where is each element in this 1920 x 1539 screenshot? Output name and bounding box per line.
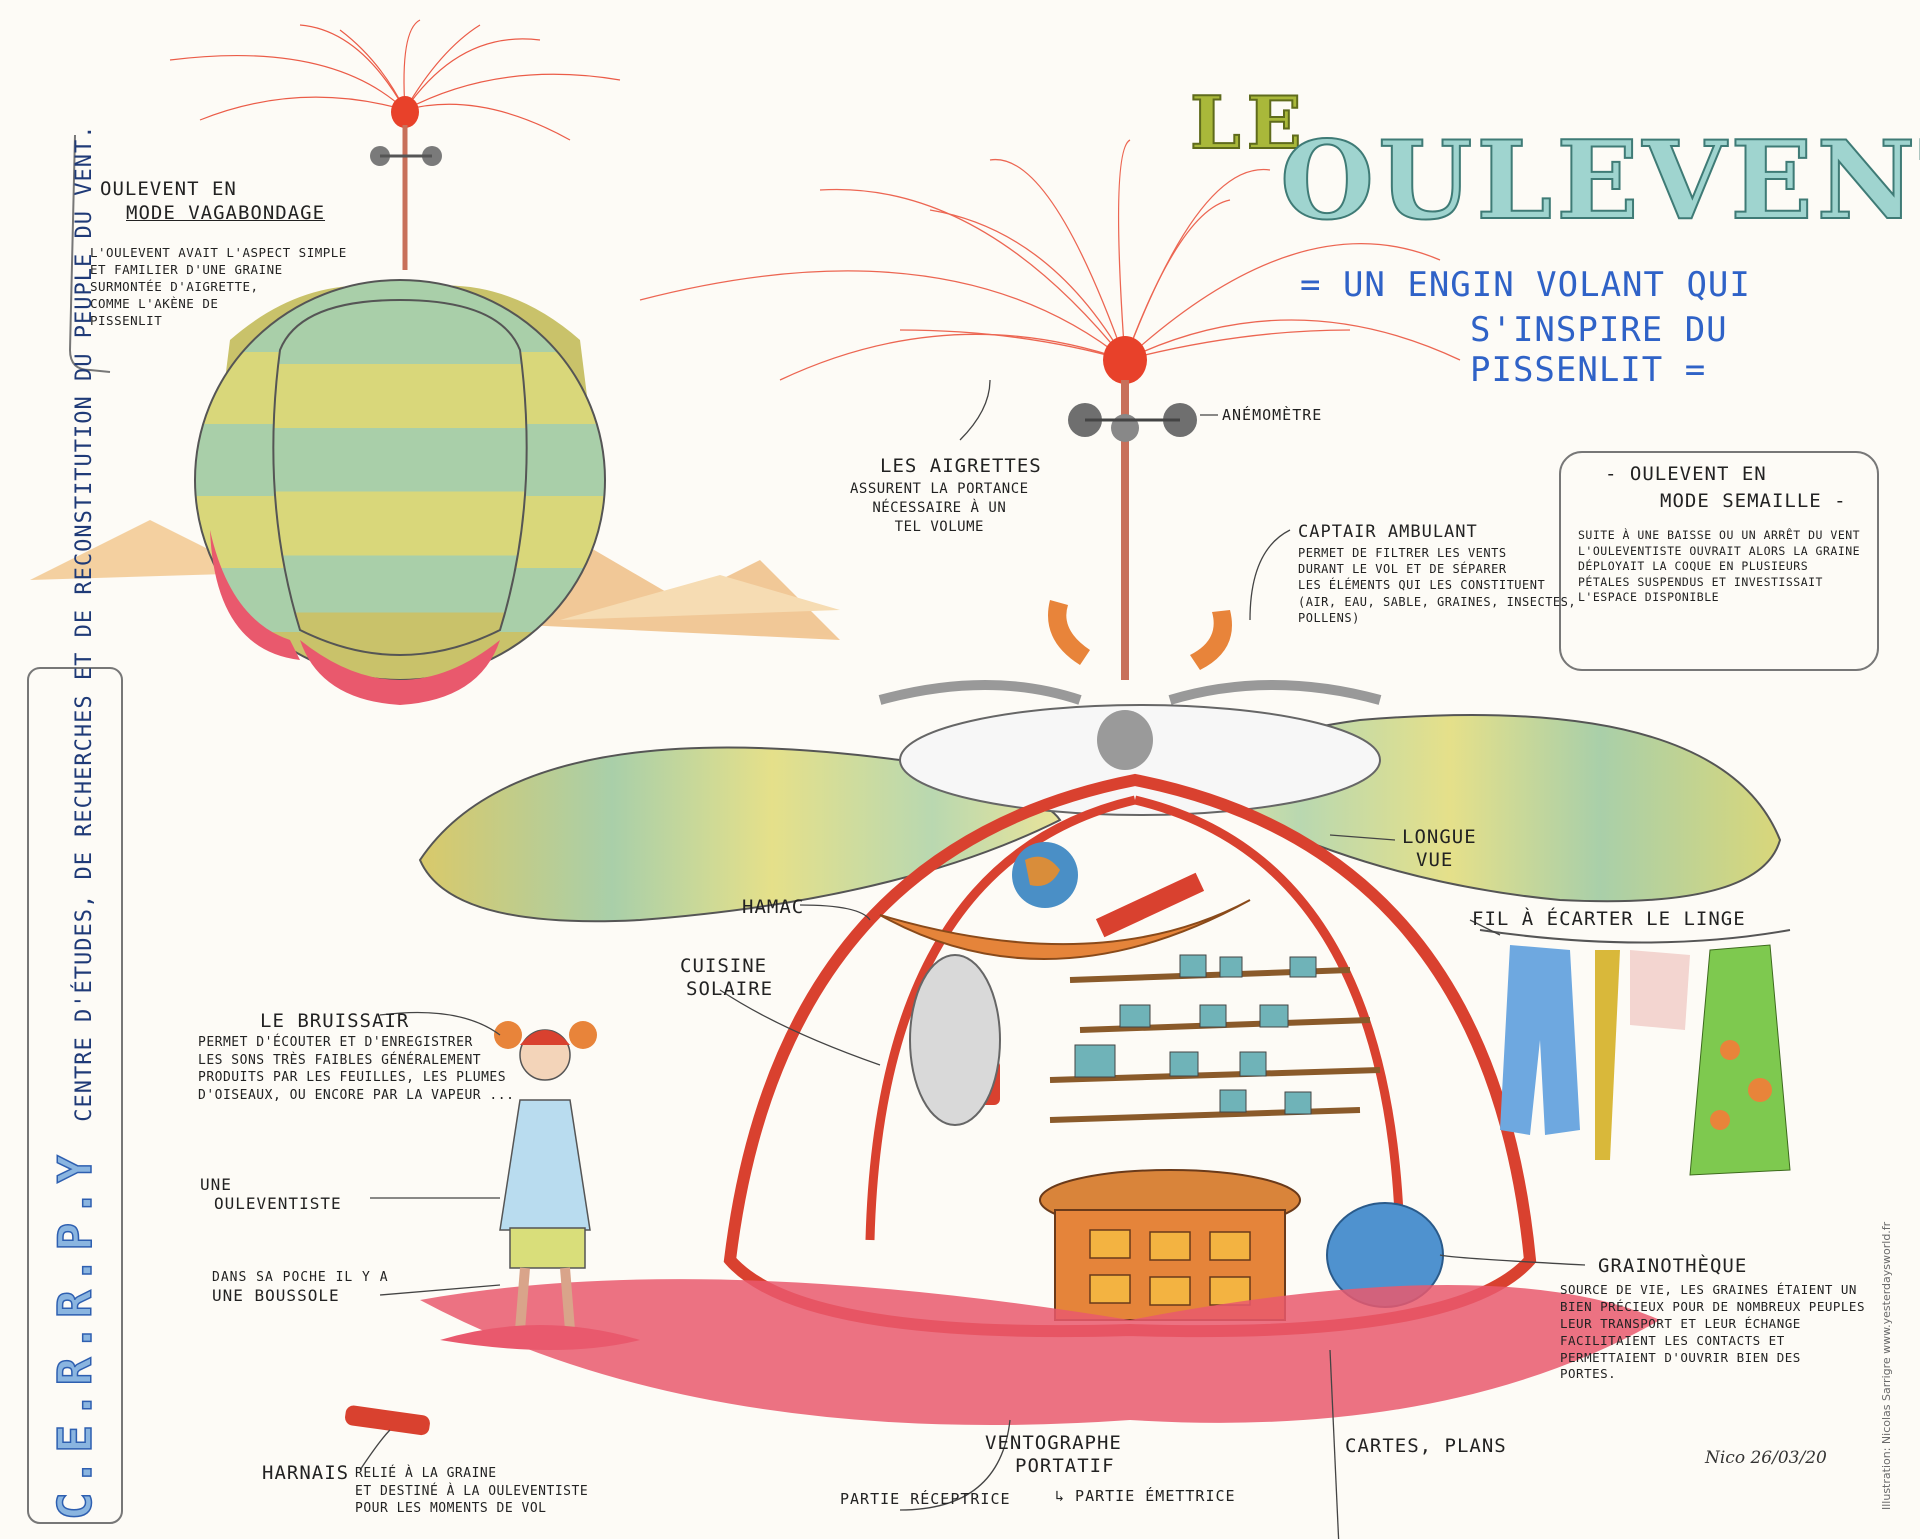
main-machine (418, 139, 1782, 1425)
label-fil-linge: FIL À ÉCARTER LE LINGE (1472, 908, 1746, 930)
harnais-text-line: ET DESTINÉ À LA OULEVENTISTE (355, 1483, 589, 1499)
bruissair-text-line: PRODUITS PAR LES FEUILLES, LES PLUMES (198, 1070, 507, 1086)
seed-vagabondage (169, 19, 621, 705)
grainotheque-text-line: PORTES. (1560, 1366, 1617, 1382)
grainotheque-text-line: BIEN PRÉCIEUX POUR DE NOMBREUX PEUPLES (1560, 1298, 1865, 1314)
clothesline (1479, 929, 1791, 1176)
aigrettes-text-line: ASSURENT LA PORTANCE (850, 481, 1029, 497)
captair-text-line: DURANT LE VOL ET DE SÉPARER (1298, 562, 1507, 577)
label-ventographe: VENTOGRAPHE PORTATIF (985, 1432, 1122, 1478)
harnais-text-line: POUR LES MOMENTS DE VOL (355, 1501, 547, 1517)
label-captair-text: PERMET DE FILTRER LES VENTS DURANT LE VO… (1298, 545, 1576, 626)
cuisine-line: CUISINE (680, 955, 768, 977)
leader-lines (359, 379, 1586, 1539)
cerrpy-acronym: C.E.R.R.P.Y (47, 1149, 103, 1521)
grainotheque-text-line: PERMETTAIENT D'OUVRIR BIEN DES (1560, 1349, 1801, 1365)
vagabondage-title-2: MODE VAGABONDAGE (126, 202, 326, 224)
semaille-text-line: L'ESPACE DISPONIBLE (1578, 590, 1720, 605)
label-boussole: DANS SA POCHE IL Y A UNE BOUSSOLE (212, 1270, 389, 1305)
semaille-text-line: PÉTALES SUSPENDUS ET INVESTISSAIT (1578, 574, 1823, 589)
label-cartes-plans: CARTES, PLANS (1345, 1435, 1507, 1457)
label-partie-emettrice: ↳ PARTIE ÉMETTRICE (1055, 1487, 1236, 1505)
label-hamac: HAMAC (742, 896, 805, 918)
subtitle-line-1: = UN ENGIN VOLANT QUI (1300, 265, 1751, 305)
illustration-credit: Illustration: Nicolas Sarrigre www.yeste… (1880, 1221, 1893, 1510)
semaille-title-2: MODE SEMAILLE - (1660, 490, 1847, 512)
cerrpy-description: CENTRE D'ÉTUDES, DE RECHERCHES ET DE REC… (72, 124, 97, 1122)
captair-text-line: PERMET DE FILTRER LES VENTS (1298, 546, 1507, 560)
label-ouleventiste: UNE OULEVENTISTE (200, 1175, 342, 1213)
label-bruissair-text: PERMET D'ÉCOUTER ET D'ENREGISTRER LES SO… (198, 1034, 514, 1104)
vagabondage-text: L'OULEVENT AVAIT L'ASPECT SIMPLE ET FAMI… (90, 245, 347, 329)
vagabondage-border (68, 134, 111, 373)
grainotheque-text-line: SOURCE DE VIE, LES GRAINES ÉTAIENT UN (1560, 1282, 1857, 1297)
ouleventiste-line: UNE (200, 1175, 232, 1194)
semaille-text-line: SUITE À UNE BAISSE OU UN ARRÊT DU VENT (1578, 528, 1861, 542)
label-partie-receptrice: PARTIE RÉCEPTRICE (840, 1490, 1011, 1508)
title-oulevent: OULEVENT (1279, 117, 1920, 245)
vagabondage-text-line: COMME L'AKÈNE DE (90, 295, 219, 311)
bruissair-text-line: PERMET D'ÉCOUTER ET D'ENREGISTRER (198, 1035, 473, 1050)
semaille-border (1559, 451, 1879, 671)
semaille-text: SUITE À UNE BAISSE OU UN ARRÊT DU VENT L… (1578, 528, 1860, 606)
vagabondage-text-line: SURMONTÉE D'AIGRETTE, (90, 278, 259, 294)
captair-text-line: LES ÉLÉMENTS QUI LES CONSTITUENT (1298, 578, 1546, 593)
label-cuisine-solaire: CUISINE SOLAIRE (680, 955, 773, 1001)
label-aigrettes-text: ASSURENT LA PORTANCE NÉCESSAIRE À UN TEL… (850, 480, 1029, 537)
artist-signature: Nico 26/03/20 (1705, 1448, 1827, 1468)
semaille-text-line: DÉPLOYAIT LA COQUE EN PLUSIEURS (1578, 559, 1809, 574)
semaille-title-1: - OULEVENT EN (1605, 463, 1767, 485)
vagabondage-text-line: L'OULEVENT AVAIT L'ASPECT SIMPLE (90, 245, 347, 260)
subtitle-line-2: S'INSPIRE DU PISSENLIT = (1470, 310, 1728, 390)
label-longue-vue: LONGUE VUE (1402, 826, 1477, 872)
aigrettes-text-line: NÉCESSAIRE À UN (872, 499, 1007, 516)
label-harnais-title: HARNAIS (262, 1462, 350, 1484)
ouleventiste-figure (345, 1021, 640, 1436)
bruissair-text-line: LES SONS TRÈS FAIBLES GÉNÉRALEMENT (198, 1052, 482, 1068)
label-harnais-text: RELIÉ À LA GRAINE ET DESTINÉ À LA OULEVE… (355, 1465, 588, 1518)
vagabondage-title-1: OULEVENT EN (100, 178, 237, 200)
grainotheque-text-line: LEUR TRANSPORT ET LEUR ÉCHANGE (1560, 1315, 1801, 1331)
cuisine-line: SOLAIRE (686, 977, 774, 1000)
label-grainotheque-text: SOURCE DE VIE, LES GRAINES ÉTAIENT UN BI… (1560, 1282, 1865, 1383)
harnais-text-line: RELIÉ À LA GRAINE (355, 1466, 497, 1481)
cerrpy-block: C.E.R.R.P.Y CENTRE D'ÉTUDES, DE RECHERCH… (47, 124, 103, 1521)
cerrpy-border (27, 667, 123, 1524)
label-aigrettes-title: LES AIGRETTES (880, 455, 1042, 477)
longue-vue-line: LONGUE (1402, 826, 1477, 848)
longue-vue-line: VUE (1416, 848, 1454, 871)
captair-text-line: POLLENS) (1298, 610, 1360, 625)
boussole-line: UNE BOUSSOLE (212, 1285, 340, 1305)
vagabondage-text-line: PISSENLIT (90, 312, 163, 328)
boussole-line: DANS SA POCHE IL Y A (212, 1270, 389, 1285)
semaille-text-line: L'OULEVENTISTE OUVRAIT ALORS LA GRAINE (1578, 543, 1861, 558)
vagabondage-text-line: ET FAMILIER D'UNE GRAINE (90, 261, 283, 277)
label-bruissair-title: LE BRUISSAIR (260, 1010, 410, 1032)
label-captair-title: CAPTAIR AMBULANT (1298, 522, 1478, 542)
grainotheque-text-line: FACILITAIENT LES CONTACTS ET (1560, 1332, 1785, 1348)
ventographe-line: VENTOGRAPHE (985, 1432, 1122, 1454)
label-grainotheque-title: GRAINOTHÈQUE (1598, 1255, 1748, 1277)
ouleventiste-line: OULEVENTISTE (214, 1194, 342, 1214)
ventographe-line: PORTATIF (1015, 1454, 1115, 1477)
captair-text-line: (AIR, EAU, SABLE, GRAINES, INSECTES, (1298, 594, 1577, 609)
label-anemometre: ANÉMOMÈTRE (1222, 406, 1323, 424)
aigrettes-text-line: TEL VOLUME (894, 518, 984, 535)
bruissair-text-line: D'OISEAUX, OU ENCORE PAR LA VAPEUR ... (198, 1087, 515, 1103)
title-le: LE (1189, 79, 1308, 166)
